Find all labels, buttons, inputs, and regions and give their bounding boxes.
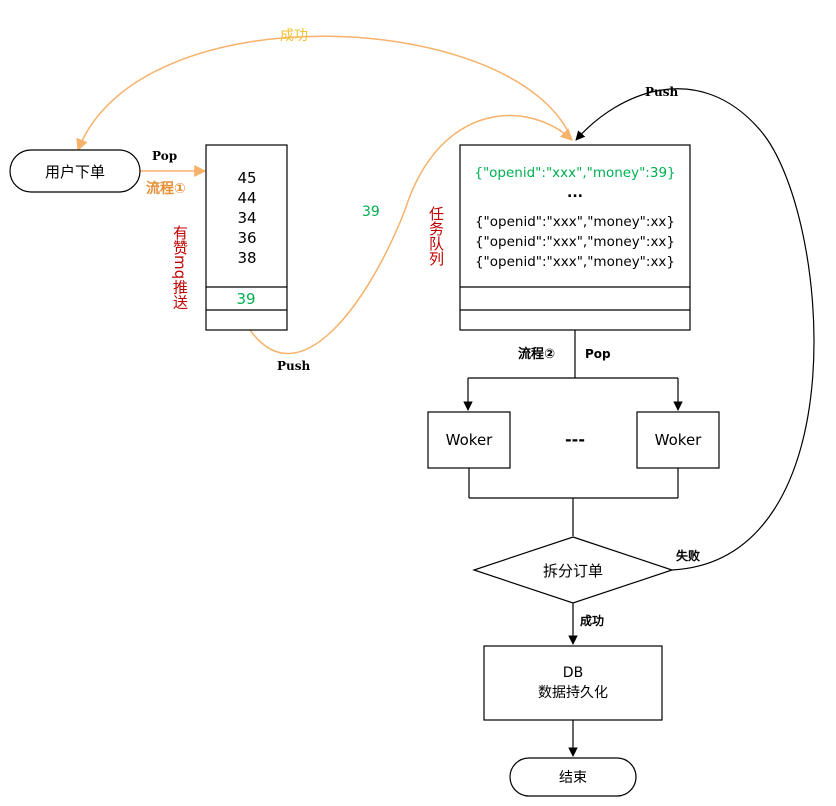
task-item: {"openid":"xxx","money":xx} [475, 254, 675, 270]
worker-right-node [636, 411, 720, 469]
task-first-item: {"openid":"xxx","money":39} [474, 165, 675, 181]
push-curve [249, 114, 573, 355]
mq-highlight-value: 39 [236, 290, 255, 308]
green-39-label: 39 [362, 204, 380, 220]
flow1-label: 流程① [146, 180, 186, 197]
end-label: 结束 [559, 770, 587, 786]
success-return-curve [76, 35, 573, 152]
db-label: DB [563, 665, 583, 681]
mq-value: 44 [237, 189, 256, 207]
task-ellipsis: ... [567, 185, 583, 201]
success-top-label: 成功 [280, 28, 308, 44]
mq-side-label: 有赞mq推送 [171, 225, 189, 310]
flow2-label: 流程② [518, 346, 555, 362]
task-side-label: 任务队列 [427, 206, 445, 267]
end-node [509, 757, 637, 797]
mq-queue-box [205, 144, 288, 331]
mq-value: 45 [237, 169, 256, 187]
pop-left-label: Pop [152, 149, 177, 163]
worker-left-node [427, 411, 511, 469]
mq-value: 34 [237, 209, 256, 227]
pop-right-label: Pop [585, 347, 611, 361]
worker-left-label: Woker [446, 431, 494, 449]
fail-return-curve [575, 88, 815, 571]
user-order-label: 用户下单 [45, 163, 105, 181]
task-item: {"openid":"xxx","money":xx} [475, 234, 675, 250]
worker-right-label: Woker [655, 431, 703, 449]
task-item: {"openid":"xxx","money":xx} [475, 214, 675, 230]
success-bottom-label: 成功 [580, 613, 604, 628]
split-order-label: 拆分订单 [543, 562, 603, 580]
task-queue-box [459, 144, 691, 331]
fail-label: 失败 [676, 548, 700, 563]
push-bottom-label: Push [277, 359, 311, 373]
push-top-label: Push [645, 85, 679, 99]
mq-value: 38 [237, 249, 256, 267]
db-node [483, 645, 663, 721]
db-persist-label: 数据持久化 [538, 685, 608, 701]
user-order-node [9, 149, 141, 193]
worker-dashes: --- [565, 430, 585, 449]
mq-value: 36 [237, 229, 256, 247]
